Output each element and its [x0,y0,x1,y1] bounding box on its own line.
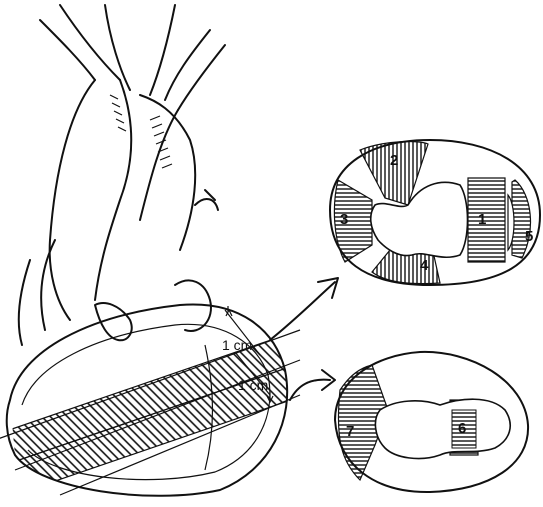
arrow-to-upper-section [270,282,335,340]
pulmonary-trunk [95,80,131,300]
segment-label-6: 6 [458,420,466,437]
segment-label-3: 3 [340,211,348,228]
lower-cross-section: 7 6 [335,352,528,492]
upper-thickness-label: 1 cm [222,337,252,353]
heart-illustration [0,5,320,500]
segment-label-2: 2 [390,152,398,169]
segment-label-7: 7 [346,423,354,440]
slice-bands [0,330,320,500]
aortic-arch [40,5,225,110]
segment-label-1: 1 [478,211,486,228]
segment-1-region [468,178,505,262]
lower-thickness-label: 1 cm [238,377,268,393]
lower-lumen [375,399,510,458]
segment-label-4: 4 [420,257,429,274]
superior-vena-cava [140,95,195,250]
upper-cross-section: 1 2 3 4 5 [330,140,540,285]
segment-label-5: 5 [525,228,533,245]
pulmonary-branch [195,190,218,210]
